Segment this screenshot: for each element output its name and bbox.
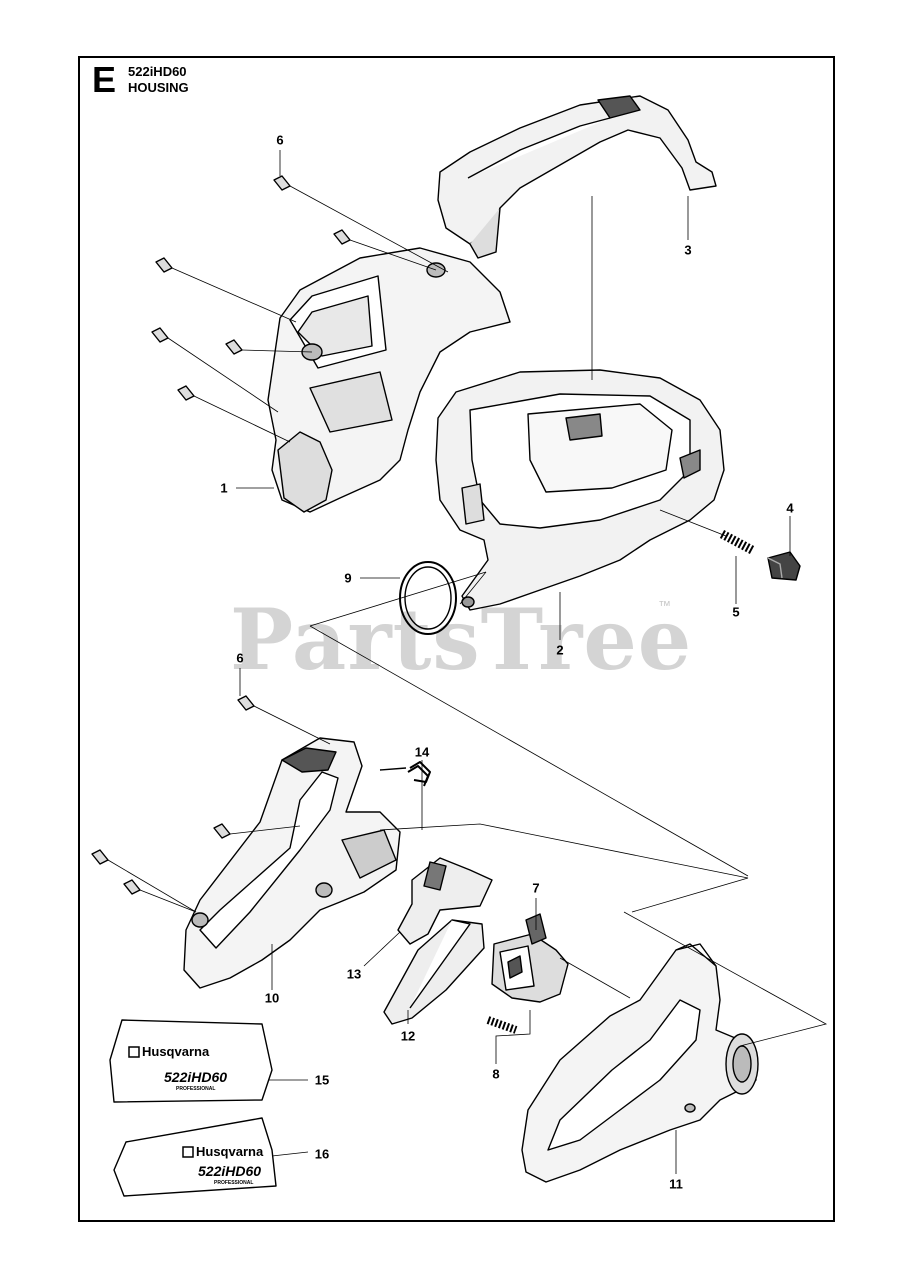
part-13-trigger[interactable] — [397, 857, 493, 945]
callout-6-upper: 6 — [276, 132, 284, 148]
callout-2: 2 — [556, 642, 564, 658]
callout-16: 16 — [314, 1146, 330, 1162]
part-5-spring[interactable] — [719, 530, 755, 554]
callout-4: 4 — [786, 500, 794, 516]
decal-15-model: 522iHD60 — [164, 1069, 227, 1085]
model-number: 522iHD60 — [128, 64, 187, 79]
part-2-housing-main[interactable] — [435, 369, 725, 611]
part-10-handle-left[interactable] — [183, 737, 401, 989]
decal-16-sub: PROFESSIONAL — [214, 1180, 253, 1186]
callout-5: 5 — [732, 604, 740, 620]
part-6-screws-lower[interactable] — [91, 695, 255, 895]
part-14-torsion-spring[interactable] — [379, 761, 431, 787]
diagram-frame — [78, 56, 835, 1222]
part-16-decal[interactable] — [113, 1117, 277, 1197]
callout-12: 12 — [400, 1028, 416, 1044]
part-4-button[interactable] — [767, 551, 801, 581]
callout-10: 10 — [264, 990, 280, 1006]
decal-16-artwork: Husqvarna 522iHD60 PROFESSIONAL — [182, 1144, 264, 1186]
decal-15-sub: PROFESSIONAL — [176, 1086, 215, 1092]
part-12-trigger-cover[interactable] — [383, 919, 485, 1025]
decal-16-brand: Husqvarna — [196, 1144, 264, 1159]
decal-15-brand: Husqvarna — [142, 1044, 210, 1059]
part-11-handle-right[interactable] — [521, 943, 759, 1183]
part-9-o-ring[interactable] — [399, 561, 457, 635]
callout-leaders — [236, 150, 791, 1174]
watermark-trademark: ™ — [658, 598, 671, 613]
section-title: HOUSING — [128, 80, 189, 95]
decal-16-model: 522iHD60 — [198, 1163, 261, 1179]
callout-1: 1 — [220, 480, 228, 496]
callout-7: 7 — [532, 880, 540, 896]
part-3-handle-cover[interactable] — [437, 95, 717, 259]
callout-15: 15 — [314, 1072, 330, 1088]
callout-3: 3 — [684, 242, 692, 258]
decal-15-artwork: Husqvarna 522iHD60 PROFESSIONAL — [128, 1044, 227, 1092]
part-8-spring[interactable] — [486, 1016, 518, 1034]
callout-11: 11 — [669, 1176, 683, 1192]
assembly-guide-lines — [107, 185, 828, 1047]
part-7-lock-lever[interactable] — [491, 913, 569, 1003]
callout-14: 14 — [414, 744, 430, 760]
part-15-decal[interactable] — [109, 1019, 273, 1103]
callout-6-lower: 6 — [236, 650, 244, 666]
watermark: PartsTree — [230, 590, 693, 689]
callout-9: 9 — [344, 570, 352, 586]
part-1-housing-left[interactable] — [267, 247, 511, 513]
section-letter: E — [92, 59, 117, 100]
callout-8: 8 — [492, 1066, 500, 1082]
callout-13: 13 — [346, 966, 362, 982]
